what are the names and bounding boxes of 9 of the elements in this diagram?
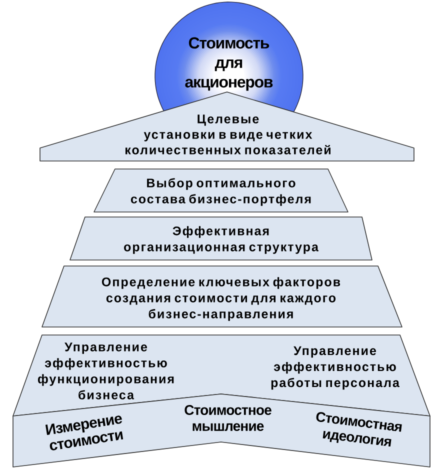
pyramid-apex: Целевые установки в виде четких количественных показателей	[40, 92, 414, 162]
band-text: Измерение стоимости	[45, 416, 124, 450]
tier-text: Управление эффективностью функционирования бизнеса	[38, 342, 174, 400]
band-text: Стоимостное мышление	[184, 405, 272, 431]
tier-text: Управление эффективностью работы персонала	[271, 346, 400, 390]
pyramid-tier: Эффективная организационная структура	[70, 216, 372, 260]
band-text: Стоимостная идеология	[316, 412, 402, 447]
pyramid-tier: Определение ключевых факторов создания стоимости для каждого бизнес-направления	[42, 266, 402, 328]
pyramid-tier: Выбор оптимального состава бизнес-портфеля	[94, 168, 348, 212]
